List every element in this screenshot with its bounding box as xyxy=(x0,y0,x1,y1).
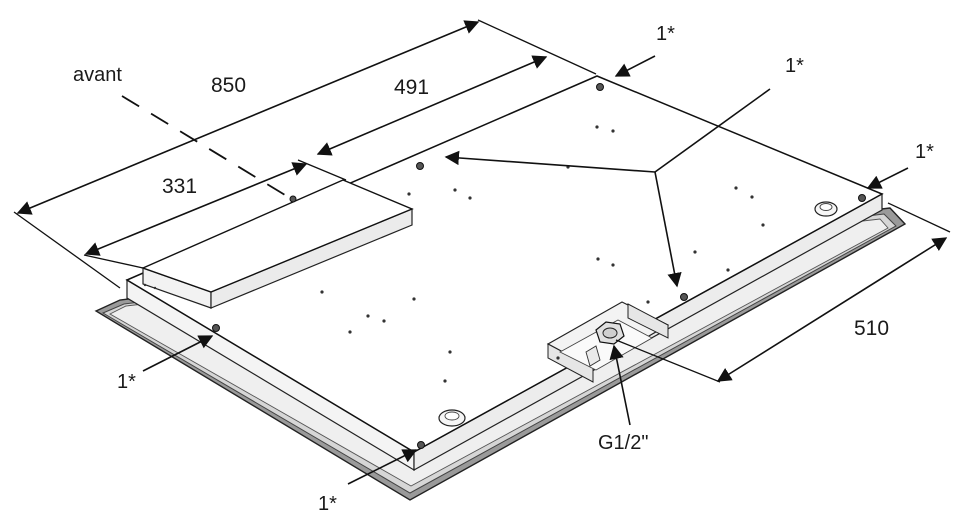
dimension-491 xyxy=(316,55,548,156)
dimension-331-label: 331 xyxy=(162,175,197,198)
fixing-label-bottom: 1* xyxy=(318,493,337,515)
fixing-label-top-right: 1* xyxy=(785,55,804,77)
dimension-510 xyxy=(716,202,951,382)
dimension-491-label: 491 xyxy=(394,76,429,99)
plate-assembly xyxy=(94,75,907,501)
dimension-850-label: 850 xyxy=(211,74,246,97)
leader-arrows xyxy=(142,55,909,485)
fixing-label-right: 1* xyxy=(915,141,934,163)
connector-housing xyxy=(546,301,670,383)
dimension-331 xyxy=(83,159,347,269)
fixing-label-left: 1* xyxy=(117,371,136,393)
dimension-510-label: 510 xyxy=(854,317,889,340)
connector-label: G1/2" xyxy=(598,432,648,454)
connector-extension-line xyxy=(615,339,721,383)
front-label: avant xyxy=(73,64,122,86)
fixing-label-top: 1* xyxy=(656,23,675,45)
